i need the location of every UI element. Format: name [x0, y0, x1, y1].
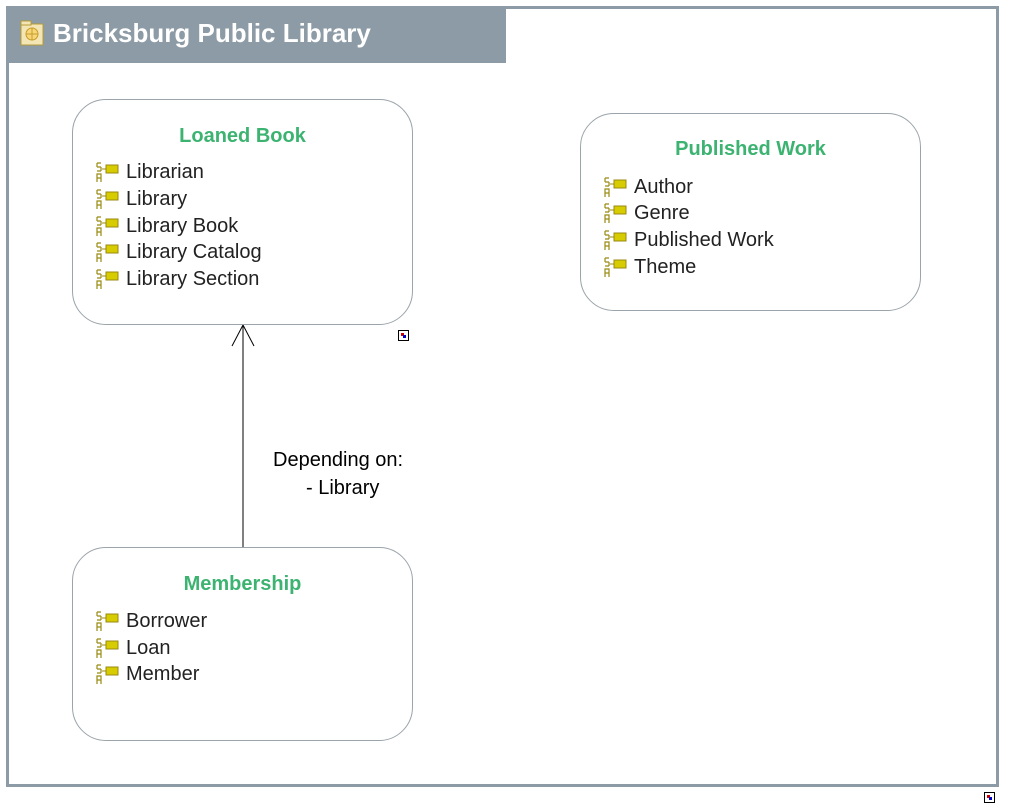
resize-handle-icon[interactable] [984, 792, 995, 803]
entity-type-icon [96, 162, 119, 182]
entity-type-icon [96, 189, 119, 209]
module-membership[interactable]: Membership Borrower Loan Member [72, 547, 413, 741]
item-label: Theme [634, 256, 697, 278]
item-label: Borrower [126, 610, 208, 632]
module-title: Loaned Book [179, 125, 306, 147]
module-title: Published Work [675, 138, 826, 160]
entity-type-icon [96, 242, 119, 262]
entity-type-icon [96, 638, 119, 658]
module-loaned-book[interactable]: Loaned Book Librarian Library Library Bo… [72, 99, 413, 325]
entity-type-icon [96, 664, 119, 684]
entity-type-icon [96, 216, 119, 236]
diagram-header: Bricksburg Public Library [6, 6, 506, 63]
entity-type-icon [604, 177, 627, 197]
entity-type-icon [604, 230, 627, 250]
dependency-label-line1: Depending on: [273, 449, 404, 471]
entity-type-icon [96, 269, 119, 289]
item-label: Genre [634, 202, 690, 224]
dependency-label-line2: - Library [306, 477, 380, 499]
item-label: Member [126, 663, 200, 685]
item-label: Librarian [126, 161, 204, 183]
diagram-title: Bricksburg Public Library [53, 18, 371, 48]
item-label: Library [126, 188, 188, 210]
package-icon [20, 20, 44, 46]
item-label: Library Book [126, 215, 239, 237]
module-published-work[interactable]: Published Work Author Genre Published Wo… [580, 113, 921, 311]
module-title: Membership [183, 573, 302, 595]
entity-type-icon [96, 611, 119, 631]
item-label: Author [634, 176, 693, 198]
item-label: Library Catalog [126, 241, 262, 263]
item-label: Loan [126, 637, 171, 659]
resize-handle-icon[interactable] [398, 330, 409, 341]
item-label: Published Work [634, 229, 774, 251]
item-label: Library Section [126, 268, 260, 290]
entity-type-icon [604, 257, 627, 277]
entity-type-icon [604, 203, 627, 223]
